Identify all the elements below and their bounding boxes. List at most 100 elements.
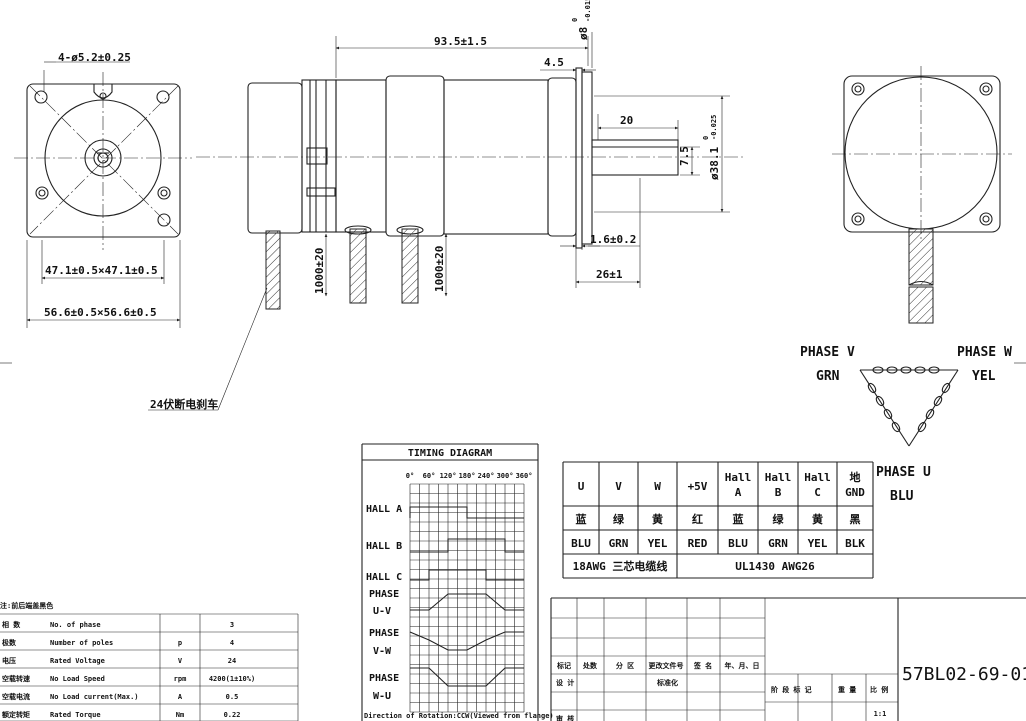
dim-shaft-extension: 26±1 bbox=[596, 268, 623, 281]
wiring-color-cn: 绿 bbox=[773, 512, 785, 526]
phase-w-color: YEL bbox=[972, 369, 996, 384]
angle-label: 180° bbox=[459, 472, 476, 480]
rotation-note: Direction of Rotation:CCW(Viewed from fl… bbox=[364, 712, 554, 720]
title-block-heading: 签 名 bbox=[693, 661, 712, 670]
dim-hole-spacing: 47.1±0.5×47.1±0.5 bbox=[45, 264, 158, 277]
phase-vw-label: PHASE bbox=[369, 628, 399, 639]
phase-uv-label: PHASE bbox=[369, 589, 399, 600]
timing-title: TIMING DIAGRAM bbox=[408, 448, 492, 459]
wiring-color-cn: 绿 bbox=[613, 512, 625, 526]
dim-shaft-tol-bot: -0.015 bbox=[584, 0, 592, 22]
title-block: 57BL02-69-01 标记处数分 区更改文件号签 名年、月、日设 计标准化审… bbox=[550, 597, 1026, 721]
angle-label: 300° bbox=[497, 472, 514, 480]
wiring-header: W bbox=[654, 480, 661, 493]
side-view: 1000±20 1000±20 24伏断电刹车 93.5±1.5 4.5 ø8 … bbox=[148, 0, 746, 411]
cable-spec-left: 18AWG 三芯电缆线 bbox=[573, 559, 668, 573]
spec-param-cn: 额定转矩 bbox=[1, 710, 30, 719]
timing-grid bbox=[409, 483, 525, 713]
angle-label: 60° bbox=[423, 472, 436, 480]
angle-label: 120° bbox=[440, 472, 457, 480]
spec-value: 24 bbox=[228, 657, 236, 665]
wiring-color-en: BLU bbox=[728, 537, 748, 550]
wiring-color-en: GRN bbox=[609, 537, 629, 550]
phase-uv-sub: U-V bbox=[373, 606, 391, 617]
spec-unit: rpm bbox=[174, 675, 187, 683]
winding-diagram: PHASE V GRN PHASE W YEL PHASE U BLU bbox=[800, 345, 1012, 504]
spec-unit: V bbox=[178, 657, 183, 665]
review-label: 审 核 bbox=[556, 714, 574, 721]
spec-unit: Nm bbox=[176, 711, 184, 719]
dim-boss-step: 4.5 bbox=[544, 56, 564, 69]
wiring-color-en: YEL bbox=[648, 537, 668, 550]
hall-c-label: HALL C bbox=[366, 572, 402, 583]
wiring-color-cn: 蓝 bbox=[576, 512, 587, 526]
dim-frame-size: 56.6±0.5×56.6±0.5 bbox=[44, 306, 157, 319]
dim-pilot-tol-top: 0 bbox=[702, 136, 710, 140]
spec-param-cn: 空载电流 bbox=[2, 692, 30, 701]
angle-label: 0° bbox=[406, 472, 414, 480]
scale-value: 1:1 bbox=[874, 710, 887, 718]
wiring-color-en: BLK bbox=[845, 537, 865, 550]
spec-note: 注:前后端盖黑色 bbox=[0, 601, 53, 610]
standard-label: 标准化 bbox=[656, 678, 678, 687]
spec-param-cn: 空载转速 bbox=[2, 674, 30, 683]
design-label: 设 计 bbox=[556, 678, 574, 687]
hole-callout: 4-ø5.2±0.25 bbox=[58, 51, 131, 64]
wiring-header: +5V bbox=[688, 480, 708, 493]
wiring-color-en: BLU bbox=[571, 537, 591, 550]
title-block-heading: 更改文件号 bbox=[649, 661, 684, 670]
front-view: 4-ø5.2±0.25 47.1±0.5×47.1±0.5 56.6±0.5×5… bbox=[14, 51, 192, 328]
wiring-color-en: GRN bbox=[768, 537, 788, 550]
wiring-color-cn: 蓝 bbox=[733, 512, 744, 526]
title-block-heading: 标记 bbox=[556, 661, 571, 670]
cable-spec-right: UL1430 AWG26 bbox=[735, 560, 815, 573]
phase-w-label: PHASE W bbox=[957, 345, 1012, 360]
title-block-heading: 分 区 bbox=[616, 661, 634, 670]
dim-lead-length-1: 1000±20 bbox=[313, 248, 326, 294]
spec-value: 4 bbox=[230, 639, 234, 647]
dim-lead-length-2: 1000±20 bbox=[433, 246, 446, 292]
phase-u-label: PHASE U bbox=[876, 465, 931, 480]
spec-unit: p bbox=[178, 639, 182, 647]
wiring-color-cn: 红 bbox=[692, 512, 703, 526]
dim-shaft-flat: 7.5 bbox=[678, 146, 691, 166]
rear-view bbox=[832, 66, 1012, 324]
angle-label: 360° bbox=[516, 472, 533, 480]
wiring-color-cn: 黄 bbox=[812, 512, 823, 526]
phase-v-color: GRN bbox=[816, 369, 840, 384]
spec-param-en: No. of phase bbox=[50, 621, 101, 629]
hall-a-label: HALL A bbox=[366, 504, 402, 515]
spec-value: 0.5 bbox=[226, 693, 239, 701]
spec-param-en: No Load Speed bbox=[50, 675, 105, 683]
wiring-color-en: RED bbox=[688, 537, 708, 550]
weight-label: 重 量 bbox=[838, 685, 856, 694]
wiring-color-cn: 黑 bbox=[850, 513, 861, 526]
phase-wu-label: PHASE bbox=[369, 673, 399, 684]
wiring-header: V bbox=[615, 480, 622, 493]
dim-shaft-dia: ø8 bbox=[577, 27, 590, 40]
hall-b-label: HALL B bbox=[366, 541, 402, 552]
spec-param-en: Number of poles bbox=[50, 639, 113, 647]
scale-label: 比 例 bbox=[870, 685, 888, 694]
spec-param-cn: 电压 bbox=[2, 656, 16, 665]
spec-param-cn: 极数 bbox=[2, 638, 17, 647]
phase-u-color: BLU bbox=[890, 489, 914, 504]
stage-label: 阶 段 标 记 bbox=[771, 685, 812, 694]
dim-shaft-tol-top: 0 bbox=[571, 18, 579, 22]
dim-overall-length: 93.5±1.5 bbox=[434, 35, 487, 48]
spec-value: 0.22 bbox=[224, 711, 241, 719]
wiring-color-en: YEL bbox=[808, 537, 828, 550]
wiring-header: U bbox=[578, 480, 585, 493]
phase-wu-sub: W-U bbox=[373, 691, 391, 702]
wiring-color-cn: 黄 bbox=[652, 512, 663, 526]
dim-pilot-tol-bot: -0.025 bbox=[710, 115, 718, 140]
spec-param-en: Rated Torque bbox=[50, 711, 101, 719]
spec-param-cn: 相 数 bbox=[2, 620, 21, 629]
